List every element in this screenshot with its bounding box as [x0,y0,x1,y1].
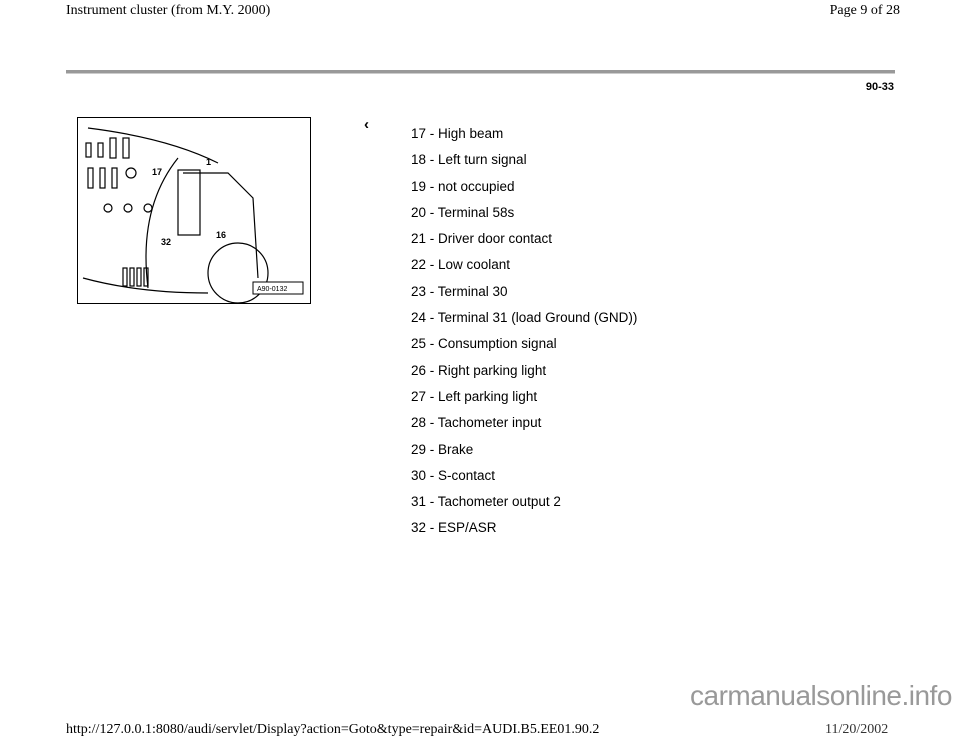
watermark: carmanualsonline.info [690,680,952,711]
pin-assignment-list: 17 - High beam 18 - Left turn signal 19 … [411,126,637,547]
callout-17: 17 [152,167,162,177]
list-item: 27 - Left parking light [411,388,538,404]
list-item: 17 - High beam [411,126,504,141]
list-item: 21 - Driver door contact [411,231,553,247]
callout-32: 32 [161,237,171,247]
list-item: 29 - Brake [411,441,474,457]
list-item: 32 - ESP/ASR [411,520,497,536]
list-item: 25 - Consumption signal [411,336,557,352]
section-number: 90-33 [865,81,894,93]
header-divider [66,70,895,74]
figure-code: A90-0132 [257,286,287,293]
list-item: 24 - Terminal 31 (load Ground (GND)) [411,310,638,326]
footer-date: 11/20/2002 [825,722,889,737]
callout-1: 1 [206,157,211,167]
list-item: 28 - Tachometer input [411,415,542,431]
list-item: 23 - Terminal 30 [411,283,508,299]
list-item: 20 - Terminal 58s [411,204,515,220]
callout-16: 16 [216,230,226,240]
list-item: 18 - Left turn signal [411,152,527,168]
document-title: Instrument cluster (from M.Y. 2000) [66,3,271,18]
page-number: Page 9 of 28 [829,3,900,18]
list-item: 22 - Low coolant [411,257,511,273]
list-item: 19 - not occupied [411,178,515,194]
list-item: 26 - Right parking light [411,362,547,378]
list-item: 31 - Tachometer output 2 [411,494,561,510]
footer-url: http://127.0.0.1:8080/audi/servlet/Displ… [66,722,600,737]
instrument-cluster-connector-figure: 17 1 32 16 A90-0132 [77,117,311,304]
list-item: 30 - S-contact [411,467,496,483]
arrow-left-icon: ‹ [364,116,369,133]
